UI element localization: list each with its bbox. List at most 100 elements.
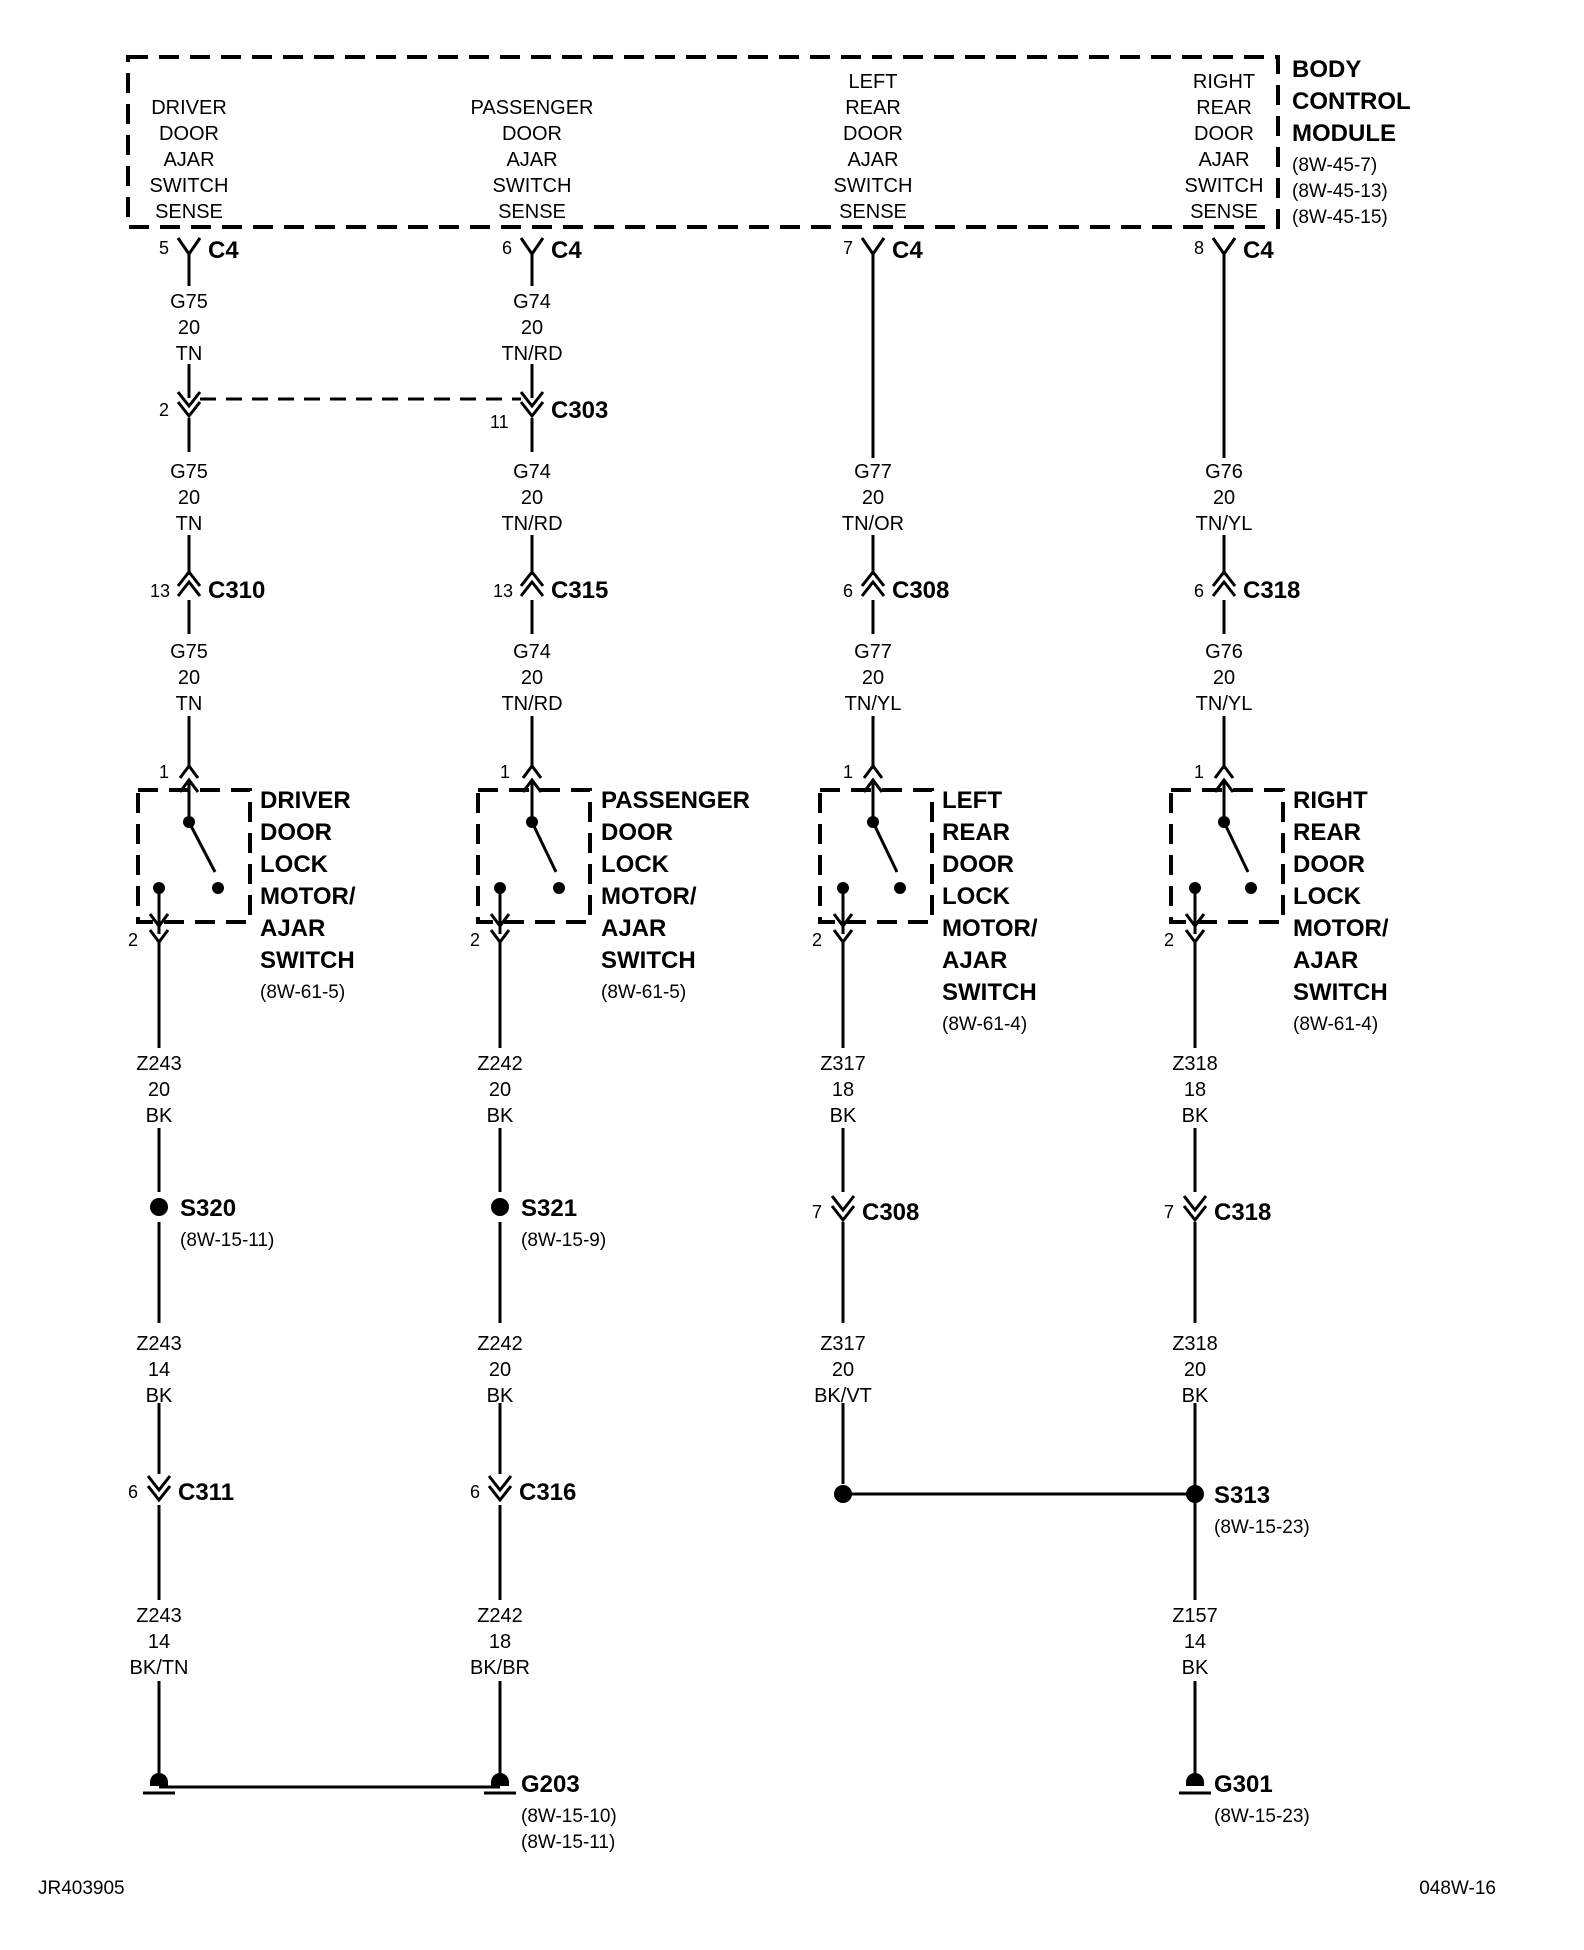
pin-number: 13 (493, 581, 513, 601)
pin-2-terminal (832, 913, 854, 929)
left-rear-sense-label: LEFT REAR DOOR AJAR SWITCH SENSE (834, 71, 913, 223)
wire-color: BK (1182, 1657, 1209, 1679)
switch-ref: (8W-61-5) (260, 982, 345, 1003)
c308-top-connector: 6 C308 (843, 569, 949, 604)
wire-color: BK (830, 1105, 857, 1127)
switch-label-line: SWITCH (942, 979, 1037, 1006)
sense-label-line: SWITCH (150, 175, 229, 197)
connector-name: C308 (862, 1199, 919, 1226)
pin-1-terminal (178, 763, 200, 779)
wire-label-z242-b: Z242 20 BK (477, 1333, 523, 1407)
wire-label-g74-a: G74 20 TN/RD (501, 291, 562, 365)
connector-double-chevron-lower (519, 401, 545, 419)
switch-blade (530, 821, 558, 873)
connector-double-chevron-upper (176, 391, 202, 409)
connector-name: C4 (1243, 237, 1274, 264)
wire-gauge: 20 (521, 317, 543, 339)
wire-circuit: G77 (854, 641, 892, 663)
connector-chevron-upper (1211, 569, 1237, 587)
pin-number: 6 (843, 581, 853, 601)
switch-blade (1222, 821, 1250, 873)
wire-color: BK (146, 1105, 173, 1127)
wire-circuit: G76 (1205, 641, 1243, 663)
ground-ref: (8W-15-10) (521, 1806, 617, 1827)
pin-2-terminal-outer (832, 929, 854, 945)
switch-blade (871, 821, 899, 873)
connector-chevron-lower (146, 1485, 172, 1503)
wire-gauge: 18 (1184, 1079, 1206, 1101)
connector-name: C318 (1243, 577, 1300, 604)
module-dashed-outline (126, 55, 1280, 229)
wires (157, 254, 1226, 1789)
splice-name: S321 (521, 1195, 577, 1222)
pin-2-terminal-outer (148, 929, 170, 945)
driver-door-switch: 1 2 DRIVER DOOR LOCK MOTOR/ AJAR SWITCH … (128, 762, 356, 1003)
splice-dot (1186, 1485, 1204, 1503)
pin-1-terminal (521, 763, 543, 779)
connector-name: C318 (1214, 1199, 1271, 1226)
switch-label-line: MOTOR/ (260, 883, 356, 910)
connector-chevron-lower (519, 579, 545, 597)
connector-name: C310 (208, 577, 265, 604)
wire-label-g76-b: G76 20 TN/YL (1196, 461, 1253, 535)
connector-female-symbol (860, 237, 886, 257)
pin-number: 2 (128, 930, 138, 950)
wire-label-z243-b: Z243 14 BK (136, 1333, 182, 1407)
sense-label-line: SENSE (839, 201, 907, 223)
pin-number: 6 (1194, 581, 1204, 601)
wire-color: BK/BR (470, 1657, 530, 1679)
ground-terminal (1186, 1773, 1204, 1786)
wire-gauge: 20 (1213, 667, 1235, 689)
wire-label-z157: Z157 14 BK (1172, 1605, 1218, 1679)
switch-label-line: DOOR (1293, 851, 1365, 878)
wire-color: BK/VT (814, 1385, 872, 1407)
connector-double-chevron-lower (176, 401, 202, 419)
pin-number: 2 (470, 930, 480, 950)
wire-circuit: Z317 (820, 1333, 866, 1355)
pin-1-terminal (1213, 763, 1235, 779)
switch-ref: (8W-61-4) (1293, 1014, 1378, 1035)
switch-label-line: AJAR (1293, 947, 1358, 974)
wire-gauge: 20 (521, 487, 543, 509)
pin-number: 8 (1194, 238, 1204, 258)
wire-circuit: G75 (170, 641, 208, 663)
wire-color: TN/RD (501, 513, 562, 535)
wire-color: BK (487, 1105, 514, 1127)
ground-ref: (8W-15-11) (521, 1832, 615, 1853)
switch-label-line: DOOR (942, 851, 1014, 878)
pin-number: 1 (843, 762, 853, 782)
figure-id-right: 048W-16 (1419, 1878, 1496, 1899)
pin-number: 2 (1164, 930, 1174, 950)
pin-2-terminal-outer (1184, 929, 1206, 945)
switch-label-line: MOTOR/ (942, 915, 1038, 942)
wire-label-z243-c: Z243 14 BK/TN (130, 1605, 189, 1679)
wire-color: TN (176, 343, 203, 365)
splice-name: S320 (180, 1195, 236, 1222)
switch-blade (187, 821, 217, 873)
module-ref-1: (8W-45-7) (1292, 155, 1377, 176)
pin-2-terminal (489, 913, 511, 929)
wire-gauge: 20 (832, 1359, 854, 1381)
pin-number: 1 (159, 762, 169, 782)
ground-name: G301 (1214, 1771, 1273, 1798)
c318-top-connector: 6 C318 (1194, 569, 1300, 604)
wire-circuit: G74 (513, 461, 551, 483)
wire-label-g75-a: G75 20 TN (170, 291, 208, 365)
pin-2-terminal-outer (489, 929, 511, 945)
connector-name: C4 (892, 237, 923, 264)
pin-number: 2 (159, 400, 169, 420)
pin-2-terminal (148, 913, 170, 929)
g301-ground: G301 (8W-15-23) (1179, 1771, 1310, 1827)
switch-contact (1245, 882, 1257, 894)
wire-label-z317-b: Z317 20 BK/VT (814, 1333, 872, 1407)
sense-label-line: PASSENGER (471, 97, 594, 119)
splice-name: S313 (1214, 1482, 1270, 1509)
driver-sense-label: DRIVER DOOR AJAR SWITCH SENSE (150, 97, 229, 223)
module-ref-2: (8W-45-13) (1292, 181, 1388, 202)
wire-circuit: G75 (170, 291, 208, 313)
module-title-line-3: MODULE (1292, 120, 1396, 147)
pin-number: 7 (843, 238, 853, 258)
wire-label-g74-b: G74 20 TN/RD (501, 461, 562, 535)
wire-color: TN (176, 513, 203, 535)
wire-gauge: 20 (489, 1359, 511, 1381)
